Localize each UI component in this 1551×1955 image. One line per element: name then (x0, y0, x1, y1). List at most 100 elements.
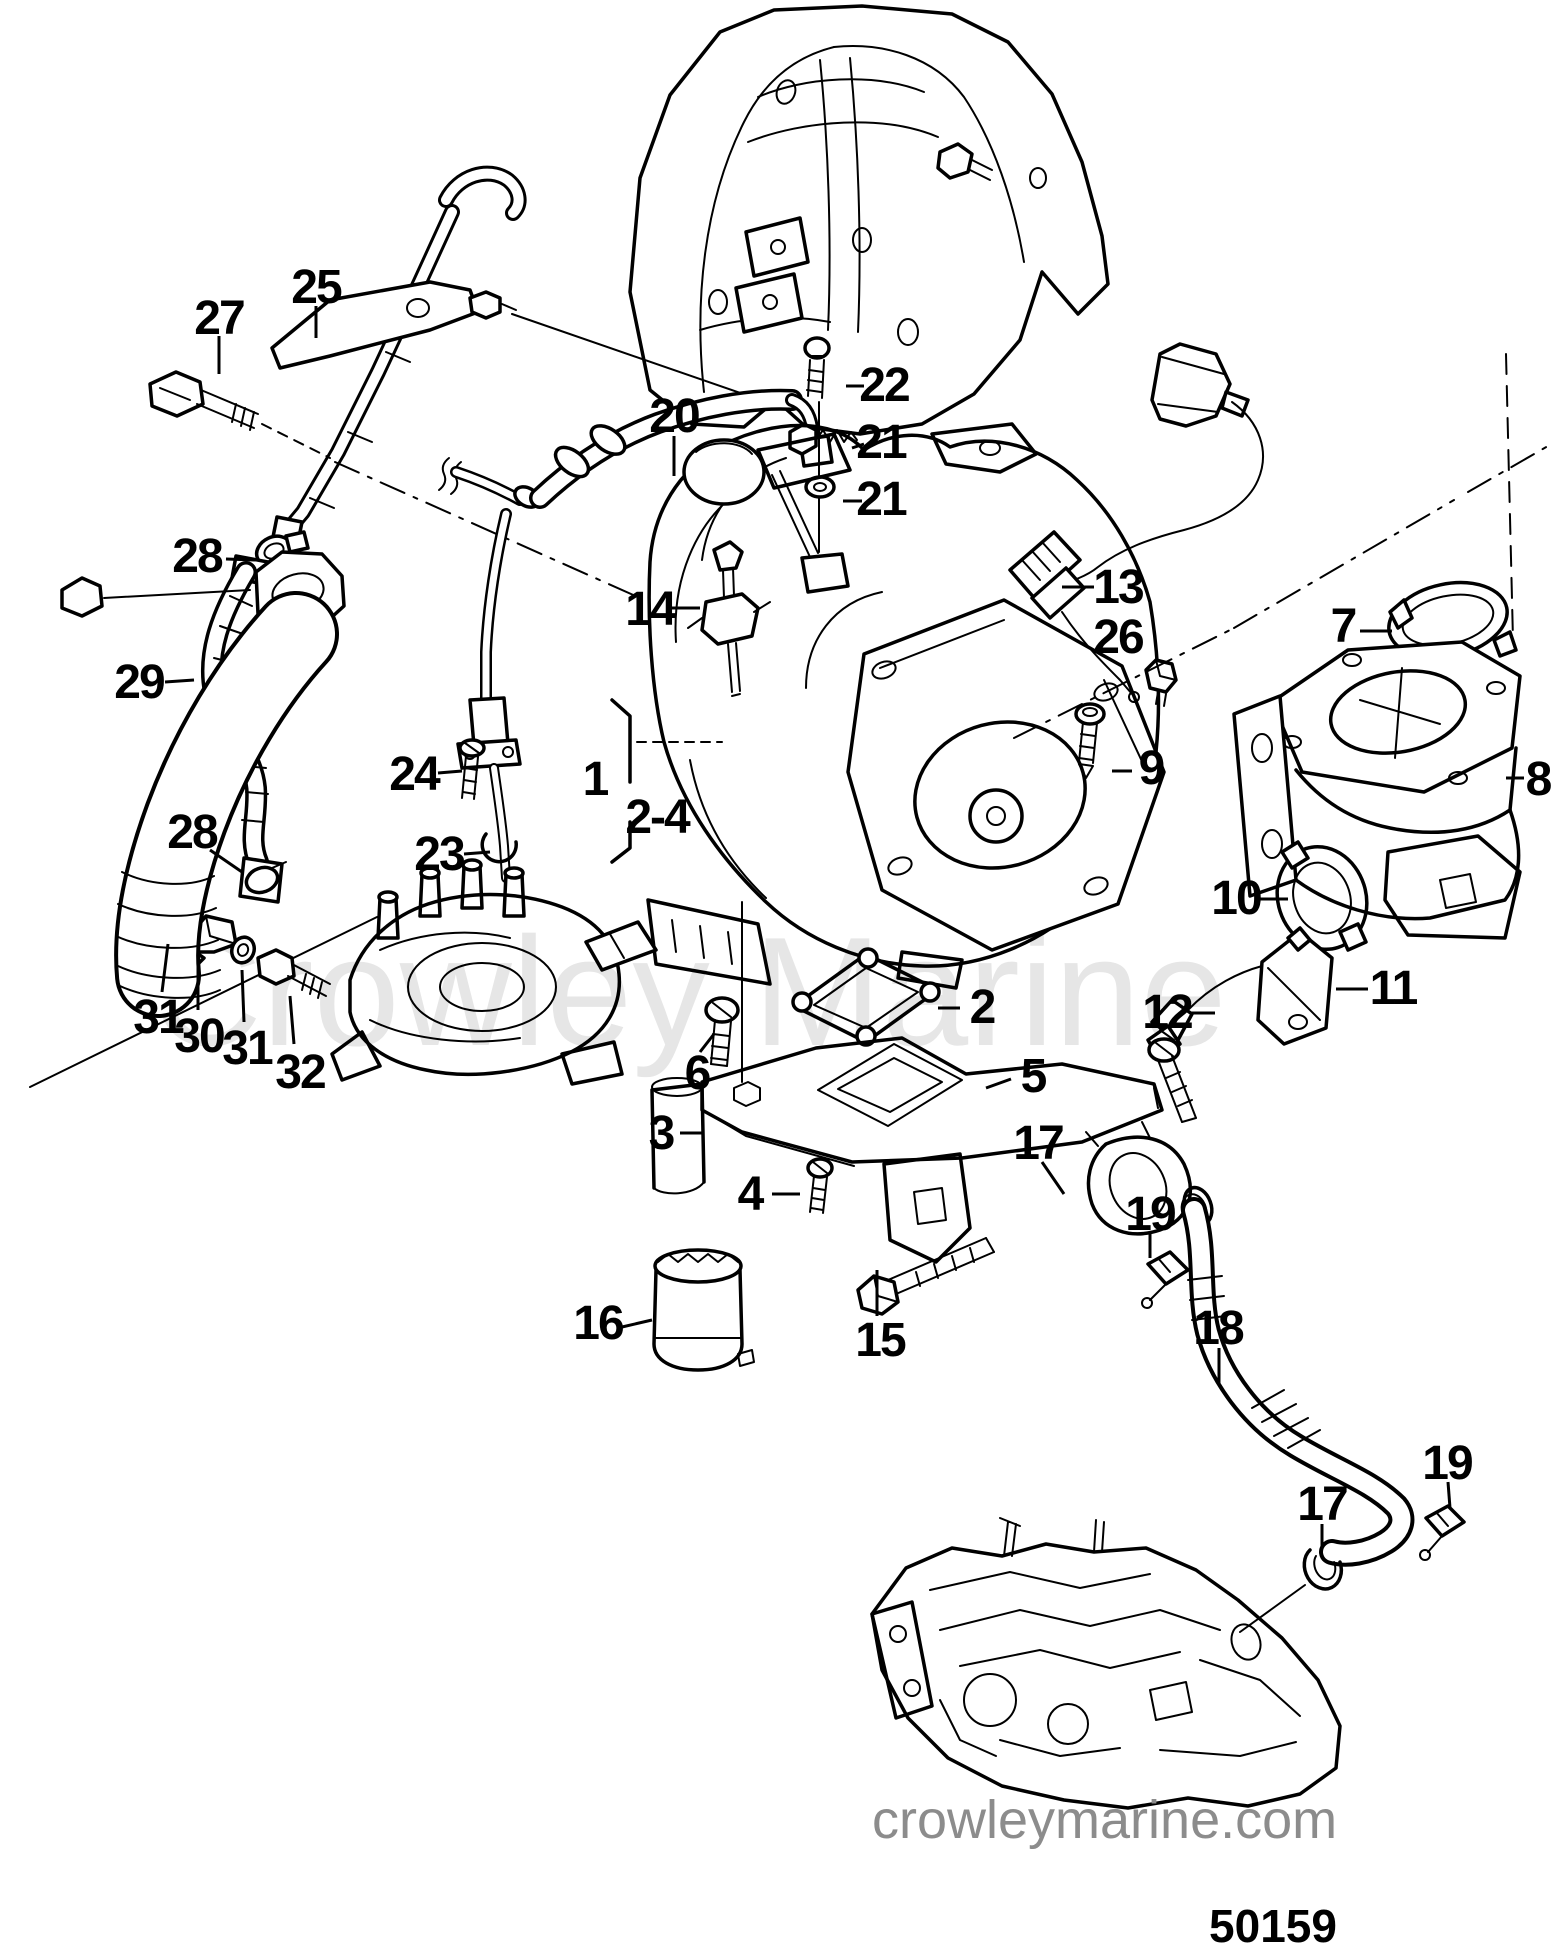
line-art (369, 931, 521, 1043)
line-art (1029, 167, 1047, 189)
line-art (699, 46, 835, 393)
callout-21: 21 (856, 416, 907, 469)
callout-leader-28 (209, 848, 243, 874)
line-art (196, 389, 259, 429)
line-art (903, 1679, 921, 1697)
fitting-19-upper (1141, 1250, 1190, 1309)
line-art (1165, 1071, 1197, 1123)
line-art (936, 142, 974, 180)
line-art (852, 227, 872, 253)
line-art (871, 660, 897, 680)
gasket-2 (741, 901, 941, 1083)
callout-2: 2 (970, 981, 995, 1034)
line-art (930, 422, 1038, 474)
line-art (887, 856, 913, 876)
throttle-body (330, 858, 658, 1086)
line-art (309, 351, 411, 509)
line-art (1128, 691, 1140, 703)
line-art (700, 592, 760, 646)
line-art (1261, 829, 1283, 859)
line-art (689, 759, 767, 899)
callout-24: 24 (389, 748, 441, 801)
line-art (1388, 598, 1414, 630)
callout-10: 10 (1211, 872, 1261, 925)
line-art (647, 423, 1161, 968)
line-art (887, 1237, 995, 1295)
callout-14: 14 (625, 583, 677, 636)
line-art (762, 294, 778, 310)
line-art (584, 920, 658, 972)
line-art (1074, 702, 1106, 726)
line-art (1085, 1121, 1151, 1147)
line-art (460, 864, 484, 910)
line-art (118, 595, 335, 1014)
line-art (897, 318, 919, 346)
callout-6: 6 (685, 1047, 710, 1100)
line-art (441, 168, 524, 218)
line-art (653, 1248, 743, 1284)
oxygen-sensor-13 (1008, 342, 1264, 703)
line-art (502, 746, 514, 758)
line-art (1419, 1549, 1431, 1561)
line-art (727, 642, 741, 697)
callout-leader-23 (463, 850, 491, 856)
engine-block (870, 1517, 1342, 1810)
line-art (480, 832, 518, 864)
line-art (705, 1087, 1159, 1167)
callout-19: 19 (1422, 1437, 1472, 1490)
callout-28: 28 (167, 806, 218, 859)
callout-32: 32 (275, 1046, 325, 1099)
line-art (1288, 1014, 1308, 1030)
callout-30: 30 (174, 1010, 224, 1063)
line-art (1093, 682, 1119, 702)
callout-leader-31 (160, 943, 170, 993)
line-art (968, 788, 1024, 844)
line-art (857, 947, 879, 969)
line-art (800, 552, 850, 594)
line-art (284, 530, 310, 554)
line-art (722, 567, 735, 599)
line-art (1187, 965, 1263, 1011)
line-art (1294, 746, 1518, 834)
bolt-24 (458, 738, 486, 800)
line-art (833, 45, 1025, 263)
bolt-6 (704, 996, 740, 1067)
line-art (511, 313, 779, 407)
line-art (419, 866, 441, 880)
callout-8: 8 (1526, 753, 1551, 806)
bolt-27 (148, 370, 641, 599)
heat-shield (628, 4, 1110, 436)
fitting-19-lower (1419, 1504, 1466, 1561)
line-art (1187, 1275, 1227, 1321)
line-art (1239, 1584, 1306, 1633)
plate-11 (1256, 926, 1334, 1046)
water-hose-18 (1180, 1193, 1415, 1567)
line-art (1286, 926, 1312, 952)
exhaust-pipe-left (60, 550, 346, 1018)
line-art (229, 935, 257, 965)
line-art (813, 482, 827, 492)
line-art (837, 1057, 943, 1113)
assembly-bracket-1 (610, 698, 723, 864)
line-art (609, 933, 625, 959)
line-art (734, 272, 804, 334)
line-art (813, 967, 919, 1029)
line-art (1427, 1511, 1449, 1553)
line-art (589, 424, 627, 456)
callout-2-4: 2-4 (625, 791, 691, 844)
oil-supply-hose-20 (438, 388, 834, 509)
line-art (817, 1043, 963, 1127)
line-art (815, 429, 858, 443)
line-art (1275, 844, 1369, 952)
line-art (377, 890, 399, 904)
line-art (1078, 721, 1098, 764)
line-art (651, 1077, 703, 1097)
line-art (870, 1600, 934, 1720)
line-art (805, 591, 883, 689)
line-art (261, 423, 331, 459)
line-art (501, 303, 517, 311)
line-art (963, 1673, 1017, 1727)
